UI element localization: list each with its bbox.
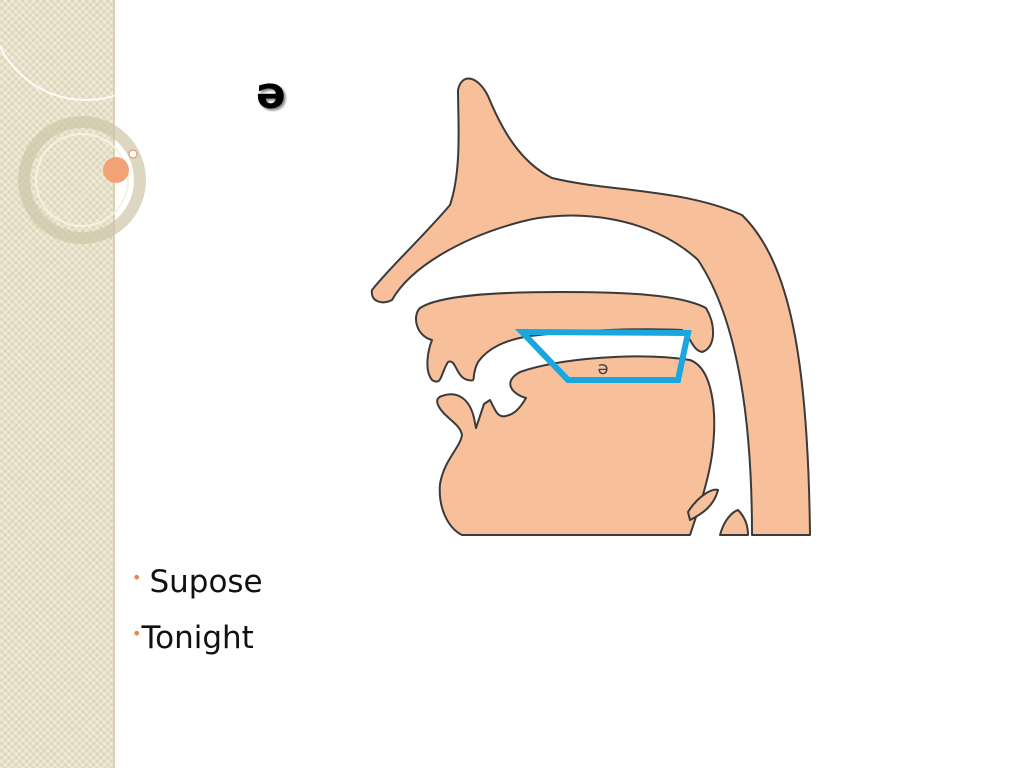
tongue-lower-jaw-shape xyxy=(437,356,714,535)
small-ring-icon xyxy=(129,150,137,158)
larynx-shape xyxy=(720,510,748,535)
vocal-tract-diagram: ə xyxy=(360,70,820,550)
bullet-list: • Supose •Tonight xyxy=(132,552,263,664)
orange-dot-icon xyxy=(103,157,129,183)
bullet-icon: • xyxy=(132,568,141,587)
decorative-circles xyxy=(0,0,150,260)
decorative-sidebar xyxy=(0,0,115,768)
bullet-text: Tonight xyxy=(141,620,253,656)
vowel-symbol: ə xyxy=(597,358,608,379)
bullet-text: Supose xyxy=(149,564,262,600)
bullet-item: •Tonight xyxy=(132,608,263,664)
slide-title: ə xyxy=(256,72,286,116)
bullet-item: • Supose xyxy=(132,552,263,608)
